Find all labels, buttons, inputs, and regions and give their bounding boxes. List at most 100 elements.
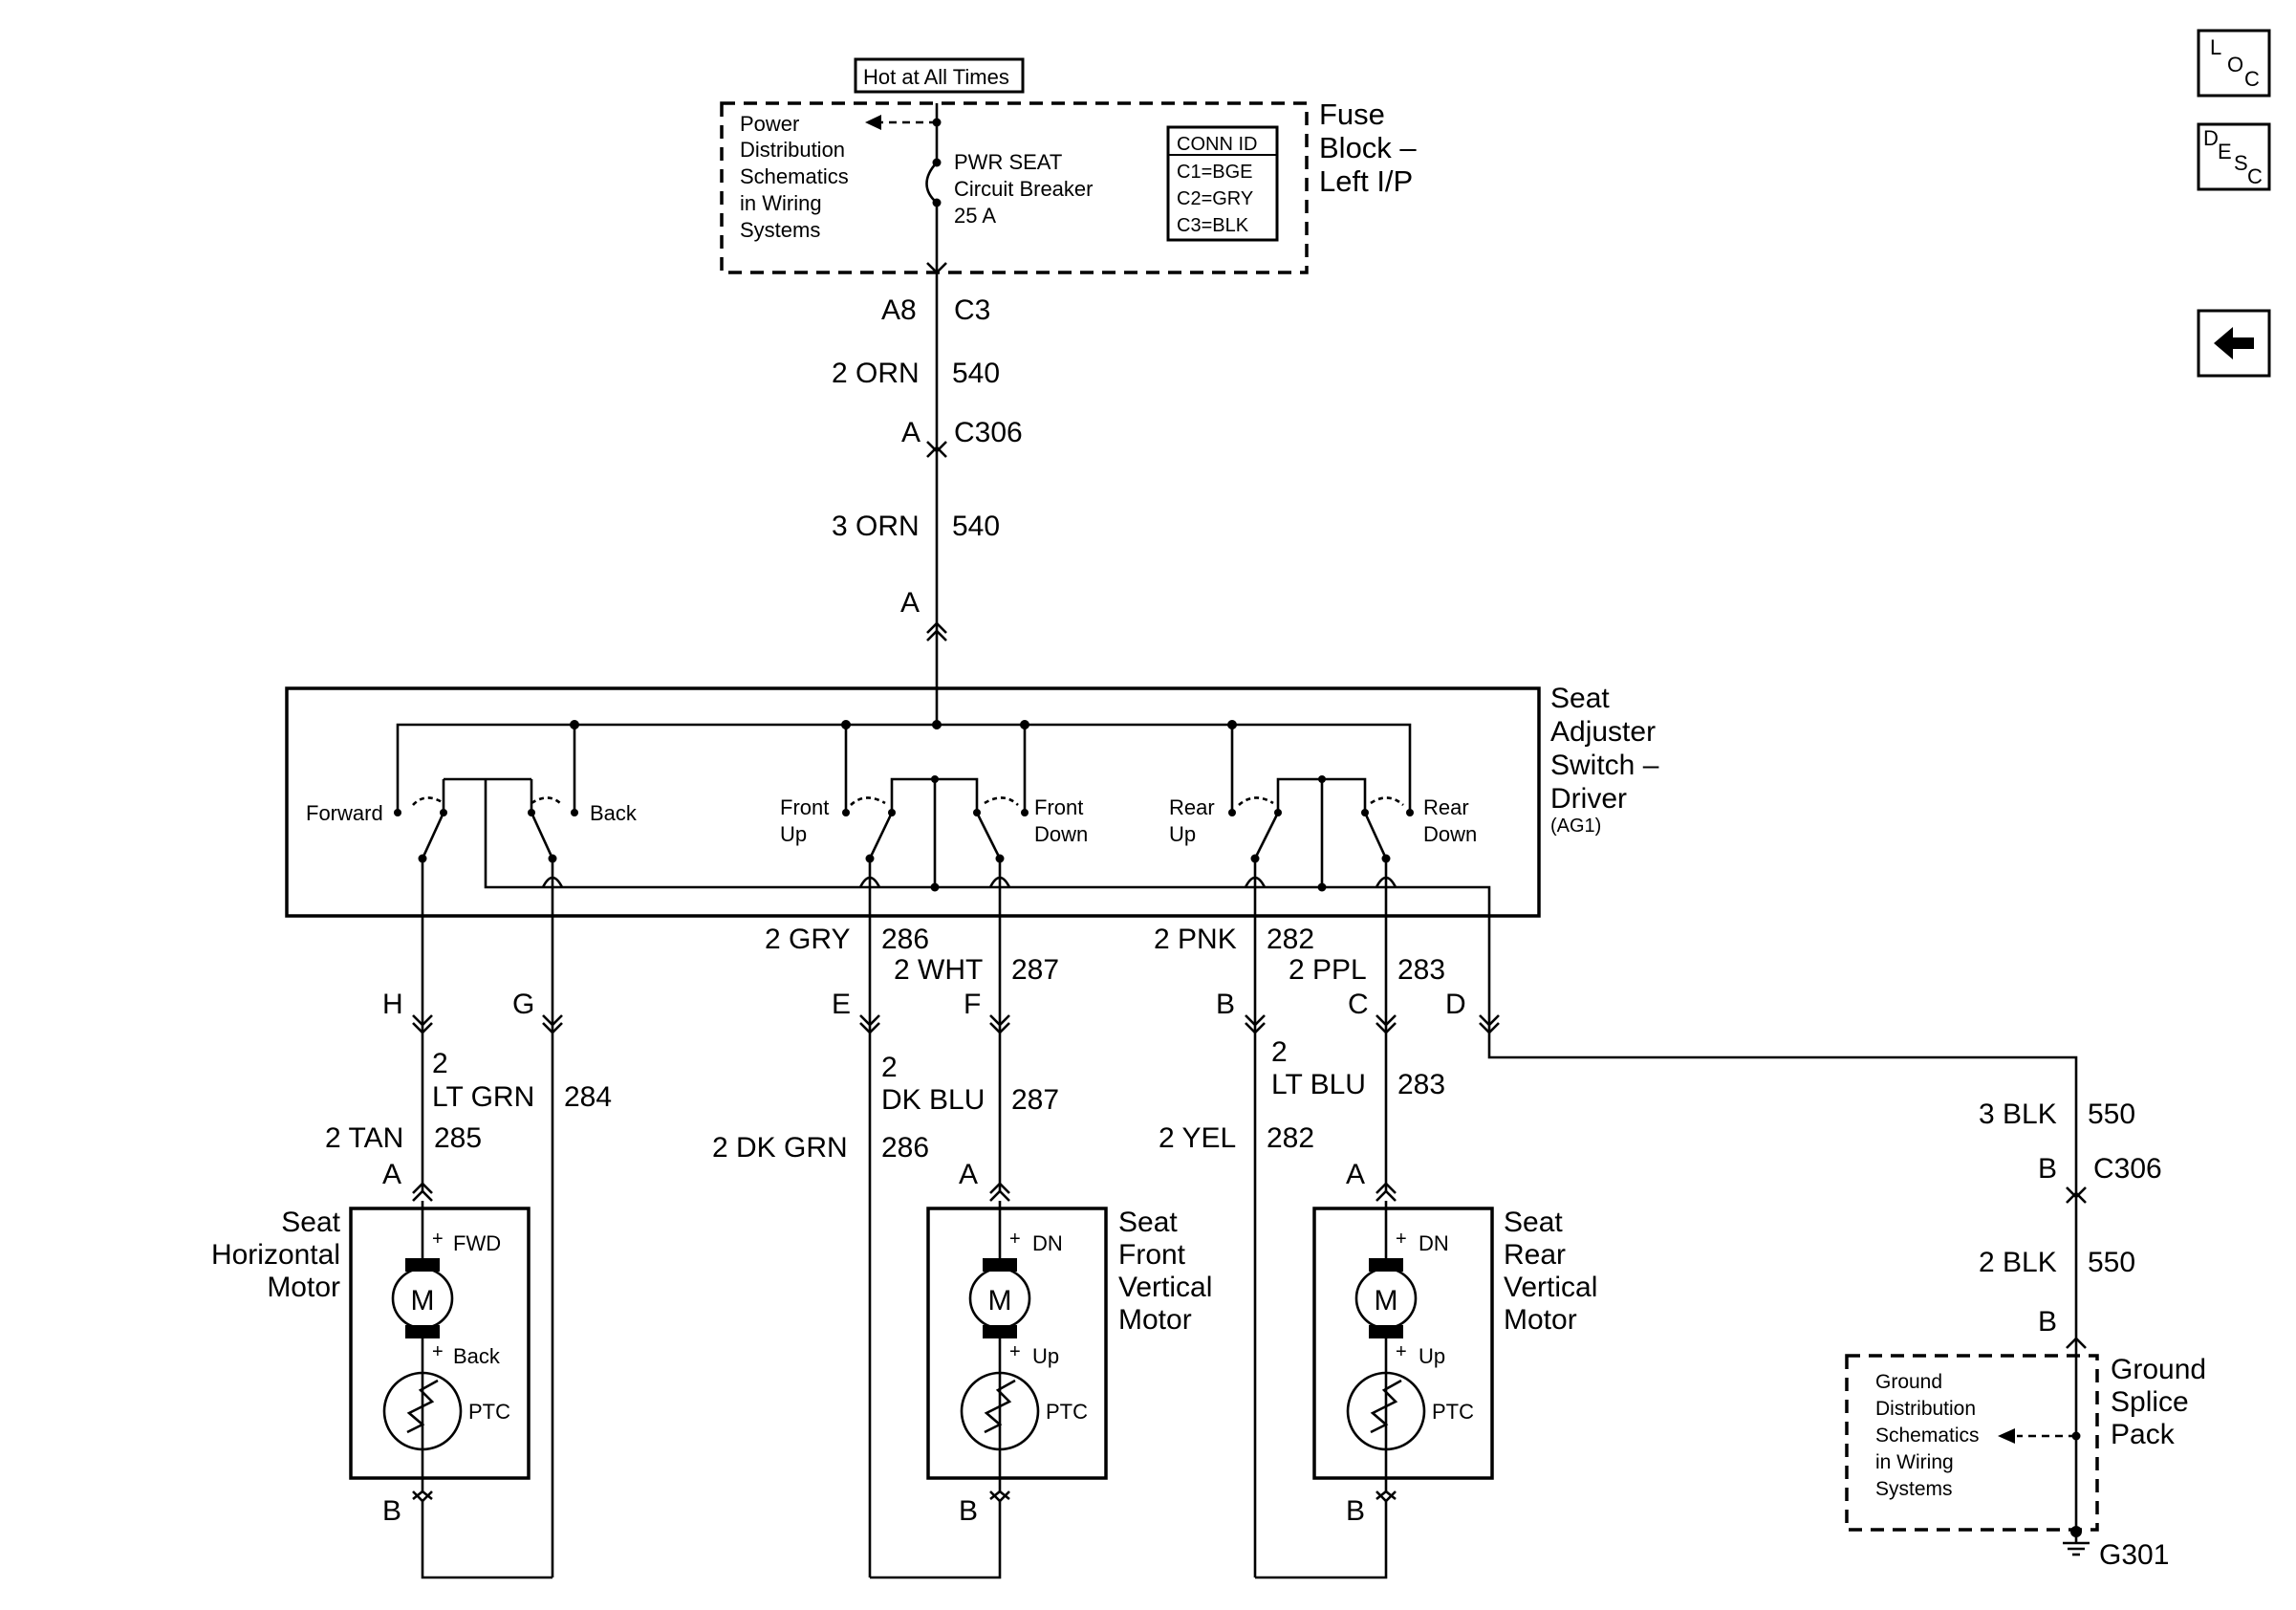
svg-text:Ground: Ground [1875, 1371, 1942, 1393]
svg-text:3 BLK: 3 BLK [1979, 1099, 2057, 1130]
svg-text:Up: Up [1032, 1344, 1059, 1368]
ground-splice-title: Ground Splice Pack [2111, 1354, 2206, 1450]
svg-text:B: B [2038, 1153, 2057, 1185]
svg-text:C1=BGE: C1=BGE [1177, 162, 1252, 183]
svg-text:285: 285 [434, 1122, 482, 1154]
desc-letter-d: D [2203, 126, 2219, 150]
svg-text:Seat: Seat [1550, 683, 1610, 714]
loc-button[interactable]: L O C [2197, 29, 2271, 98]
svg-text:+: + [432, 1341, 444, 1362]
breaker-label: PWR SEAT Circuit Breaker 25 A [954, 150, 1093, 228]
fuse-pin-label: A8 C3 [881, 294, 990, 326]
svg-text:A8: A8 [881, 294, 917, 326]
fuse-block: Fuse Block – Left I/P Power Distribution… [720, 98, 1417, 274]
front-pin-b: B [959, 1495, 978, 1527]
svg-text:Circuit Breaker: Circuit Breaker [954, 177, 1093, 201]
svg-text:Back: Back [453, 1344, 501, 1368]
svg-text:Front: Front [1118, 1239, 1186, 1271]
rear-pin-a: A [1346, 1159, 1365, 1190]
wire-label-lt-grn: 2 LT GRN 284 [432, 1048, 612, 1113]
svg-text:DN: DN [1032, 1231, 1063, 1255]
ref-arrow-icon [865, 115, 881, 130]
svg-text:2 YEL: 2 YEL [1159, 1122, 1236, 1154]
svg-text:Splice: Splice [2111, 1386, 2189, 1418]
svg-text:Ground: Ground [2111, 1354, 2206, 1385]
svg-text:286: 286 [881, 1132, 929, 1164]
svg-text:Rear: Rear [1504, 1239, 1566, 1271]
svg-text:Up: Up [780, 822, 807, 846]
svg-text:(AG1): (AG1) [1550, 816, 1601, 837]
svg-text:Systems: Systems [740, 218, 820, 242]
svg-text:DK BLU: DK BLU [881, 1084, 985, 1116]
wire-label-3-blk: 3 BLK 550 [1979, 1099, 2135, 1130]
wire-label-2-blk: 2 BLK 550 [1979, 1247, 2135, 1278]
wire-label-dk-blu: 2 DK BLU 287 [881, 1052, 1059, 1116]
horizontal-pin-b: B [382, 1495, 401, 1527]
svg-text:2 BLK: 2 BLK [1979, 1247, 2057, 1278]
svg-text:540: 540 [952, 511, 1000, 542]
horizontal-motor-title: Seat Horizontal Motor [211, 1207, 341, 1303]
svg-text:C3=BLK: C3=BLK [1177, 215, 1249, 236]
svg-text:Block –: Block – [1319, 131, 1417, 164]
svg-text:2: 2 [881, 1052, 898, 1083]
svg-text:283: 283 [1397, 1069, 1445, 1100]
switch-pin-labels: H G E F B C D [382, 989, 1466, 1020]
svg-text:Schematics: Schematics [1875, 1425, 1980, 1447]
svg-text:PTC: PTC [1432, 1400, 1474, 1424]
seat-adjuster-switch: Seat Adjuster Switch – Driver (AG1) [285, 683, 1659, 1002]
svg-text:283: 283 [1397, 954, 1445, 986]
svg-text:PTC: PTC [468, 1400, 510, 1424]
loc-letter-c: C [2244, 67, 2260, 91]
svg-text:Up: Up [1419, 1344, 1445, 1368]
svg-text:+: + [1009, 1341, 1021, 1362]
svg-text:A: A [901, 417, 921, 448]
svg-text:Down: Down [1423, 822, 1477, 846]
svg-text:Systems: Systems [1875, 1478, 1953, 1500]
ground-icon [2063, 1541, 2090, 1556]
svg-text:+: + [1396, 1341, 1407, 1362]
svg-text:Vertical: Vertical [1118, 1272, 1212, 1303]
svg-text:F: F [964, 989, 981, 1020]
switch-pin-a: A [900, 587, 920, 619]
svg-text:+: + [432, 1229, 444, 1250]
c306-b-label: B C306 [2038, 1153, 2162, 1185]
svg-text:Seat: Seat [1504, 1207, 1563, 1238]
svg-text:Distribution: Distribution [1875, 1398, 1976, 1420]
svg-text:2 ORN: 2 ORN [832, 358, 920, 389]
svg-text:Motor: Motor [1118, 1304, 1192, 1336]
wire-label-3-orn: 3 ORN 540 [832, 511, 1000, 542]
wire-label-yel: 2 YEL 282 [1159, 1122, 1314, 1154]
svg-text:B: B [1216, 989, 1235, 1020]
wire-label-dk-grn: 2 DK GRN 286 [712, 1132, 929, 1164]
svg-text:Pack: Pack [2111, 1419, 2176, 1450]
svg-text:G: G [512, 989, 534, 1020]
svg-text:Vertical: Vertical [1504, 1272, 1597, 1303]
svg-text:Switch –: Switch – [1550, 750, 1659, 781]
svg-text:282: 282 [1267, 924, 1314, 955]
svg-text:LT GRN: LT GRN [432, 1081, 534, 1113]
switch-label-front-up: Front Up [780, 795, 829, 846]
svg-text:Seat: Seat [1118, 1207, 1178, 1238]
arrow-left-icon [2214, 327, 2254, 359]
svg-text:Rear: Rear [1169, 795, 1215, 819]
back-button[interactable] [2197, 309, 2271, 378]
front-motor-title: Seat Front Vertical Motor [1118, 1207, 1212, 1336]
svg-text:LT BLU: LT BLU [1271, 1069, 1366, 1100]
c306-connector-icon [926, 441, 947, 453]
svg-text:Seat: Seat [281, 1207, 340, 1238]
svg-text:Motor: Motor [267, 1272, 340, 1303]
svg-text:Front: Front [780, 795, 829, 819]
svg-text:PWR SEAT: PWR SEAT [954, 150, 1062, 174]
svg-text:+: + [1396, 1229, 1407, 1250]
svg-text:D: D [1445, 989, 1466, 1020]
svg-text:C2=GRY: C2=GRY [1177, 188, 1253, 209]
svg-text:Fuse: Fuse [1319, 98, 1385, 131]
svg-text:540: 540 [952, 358, 1000, 389]
ground-pin-b: B [2038, 1306, 2057, 1338]
svg-text:Left I/P: Left I/P [1319, 164, 1413, 198]
horizontal-pin-a: A [382, 1159, 401, 1190]
svg-text:C3: C3 [954, 294, 990, 326]
desc-button[interactable]: D E S C [2197, 122, 2271, 191]
svg-text:2 GRY: 2 GRY [765, 924, 851, 955]
